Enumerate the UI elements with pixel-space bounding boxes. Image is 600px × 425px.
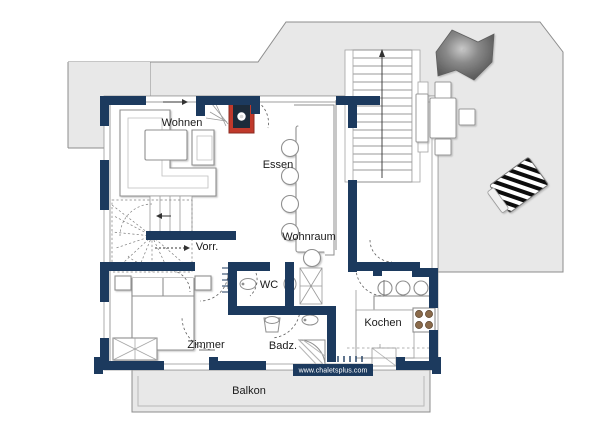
wall-stub-tm1 xyxy=(196,96,205,116)
living-room-furniture xyxy=(119,109,217,197)
wall-left-3 xyxy=(100,262,109,302)
dining-chair xyxy=(302,248,322,268)
wall-kitchen-top xyxy=(348,262,420,271)
outdoor-dining-set xyxy=(415,81,476,156)
dining-chair xyxy=(280,166,300,186)
parasol xyxy=(435,29,495,81)
window-hatch xyxy=(222,267,230,293)
room-label-wc: WC xyxy=(260,279,278,291)
room-label-badz: Badz. xyxy=(269,340,297,352)
room-label-vorr: Vorr. xyxy=(196,241,219,253)
wall-right-top-kitchen xyxy=(412,268,438,277)
outdoor-chair xyxy=(458,108,476,126)
outdoor-chair xyxy=(415,93,429,143)
door-arc-wc xyxy=(249,272,258,297)
door-arc-bedroom xyxy=(199,272,229,302)
wall-bottom-left xyxy=(100,361,164,370)
room-label-essen: Essen xyxy=(263,159,294,171)
wall-left-1 xyxy=(100,96,109,126)
stair-direction-arrow xyxy=(379,49,385,57)
nightstand xyxy=(114,275,132,291)
door-arc-bathroom xyxy=(271,309,301,339)
wall-jamb-terrace xyxy=(373,262,382,276)
bar-stool xyxy=(395,280,411,296)
outdoor-chair xyxy=(434,81,452,99)
stovetop-burners xyxy=(415,310,433,329)
door-arc-bedroom-door xyxy=(181,316,216,351)
wall-hall-top xyxy=(146,231,236,240)
watermark-label: www.chaletsplus.com xyxy=(298,368,368,375)
outdoor-chair xyxy=(434,138,452,156)
wall-wc-left xyxy=(228,262,237,314)
wall-top-right xyxy=(336,96,380,105)
wall-left-4 xyxy=(100,338,109,370)
dining-chair xyxy=(280,138,300,158)
living-room-direction-arrow xyxy=(163,99,188,105)
wall-jamb-bedroom xyxy=(209,357,218,370)
sun-lounger xyxy=(487,157,549,213)
sink xyxy=(239,278,257,290)
room-label-wohnraum: Wohnraum xyxy=(282,231,336,243)
winder-staircase xyxy=(111,195,193,273)
bathroom-fixtures xyxy=(263,314,326,368)
room-labels: Wohnen Essen Wohnraum Vorr. Zimmer WC Ba… xyxy=(162,117,402,397)
bar-stool xyxy=(413,280,429,296)
wall-corner-bl xyxy=(94,357,103,374)
wall-left-2 xyxy=(100,160,109,210)
wall-jamb-kitchen xyxy=(396,357,405,370)
dining-chair xyxy=(280,222,300,242)
wall-top-mid xyxy=(196,96,260,105)
wall-stub-tm2 xyxy=(251,96,260,114)
outdoor-table xyxy=(429,97,457,139)
wall-right-1 xyxy=(348,180,357,220)
wall-bottom-mid xyxy=(218,361,266,370)
bath-closet xyxy=(299,267,323,305)
dining-chair xyxy=(280,194,300,214)
wardrobe-cross xyxy=(112,337,158,361)
wall-top-left xyxy=(100,96,146,105)
room-label-wohnen: Wohnen xyxy=(162,117,203,129)
wall-right-4 xyxy=(429,330,438,370)
wall-right-3 xyxy=(429,268,438,308)
wall-wc-top xyxy=(228,262,270,271)
dining-side-counters xyxy=(294,100,337,256)
walls xyxy=(94,96,441,374)
door-arc-hall xyxy=(167,269,191,293)
wall-bath-right xyxy=(327,306,336,362)
coffee-table xyxy=(144,129,188,161)
wall-bottom-right xyxy=(400,361,438,370)
bar-stool xyxy=(377,280,393,296)
door-arc-kitchen xyxy=(355,267,385,297)
wall-bath-top xyxy=(228,306,336,315)
wall-wc-right xyxy=(285,262,294,308)
wall-bedroom-top xyxy=(100,262,195,271)
nightstand xyxy=(194,275,212,291)
room-label-balkon: Balkon xyxy=(232,385,266,397)
balcony-door-hatch xyxy=(337,356,363,362)
watermark: www.chaletsplus.com xyxy=(293,364,373,376)
fireplace xyxy=(228,99,255,134)
wall-right-2 xyxy=(348,220,357,272)
balcony-area xyxy=(131,369,431,413)
room-label-kochen: Kochen xyxy=(364,317,401,329)
room-label-zimmer: Zimmer xyxy=(187,339,225,351)
door-arc-terrace xyxy=(369,239,393,263)
watermark-background xyxy=(293,364,373,376)
wall-stub-tr xyxy=(348,96,357,128)
